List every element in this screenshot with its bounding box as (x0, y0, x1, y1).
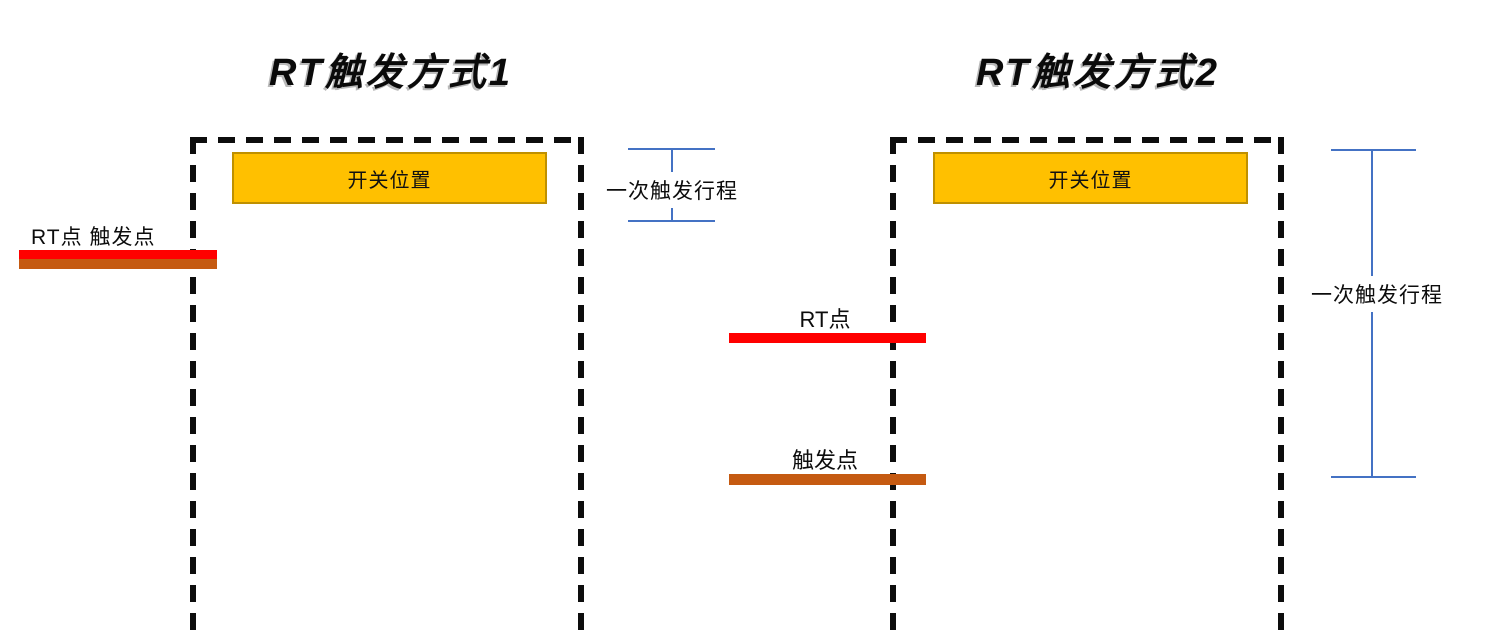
diagram1-stroke-label: 一次触发行程 (601, 172, 743, 208)
diagram2-boundary-top-edge (890, 137, 1284, 143)
diagram1-travel-boundary (190, 137, 584, 637)
diagram2-switch-position-box: 开关位置 (933, 152, 1248, 204)
diagram1-switch-position-box: 开关位置 (232, 152, 547, 204)
diagram2-trigger-point-line (729, 474, 926, 485)
diagram2-rt-point-label: RT点 (799, 307, 851, 332)
diagram2-stroke-bottom-tick (1331, 476, 1416, 478)
diagram1-trigger-point-line (19, 259, 217, 269)
diagram1-stroke-bottom-tick (628, 220, 715, 222)
diagram2-title: RT触发方式2 (975, 52, 1221, 94)
diagram1-boundary-right-edge (578, 137, 584, 637)
diagram2-boundary-right-edge (1278, 137, 1284, 637)
diagram1-boundary-top-edge (190, 137, 584, 143)
diagram1-title: RT触发方式1 (268, 52, 514, 94)
diagram2-travel-boundary (890, 137, 1284, 637)
diagram1-rt-point-line (19, 250, 217, 259)
diagram2-stroke-top-tick (1331, 149, 1416, 151)
diagram2-stroke-label: 一次触发行程 (1306, 276, 1448, 312)
diagram2-boundary-left-edge (890, 137, 896, 637)
diagram2-stroke-vertical-line (1371, 149, 1373, 478)
diagram1-boundary-left-edge (190, 137, 196, 637)
diagram1-rt-trigger-label: RT点 触发点 (31, 226, 156, 249)
diagram2-trigger-point-label: 触发点 (791, 448, 858, 473)
diagram2-rt-point-line (729, 333, 926, 343)
